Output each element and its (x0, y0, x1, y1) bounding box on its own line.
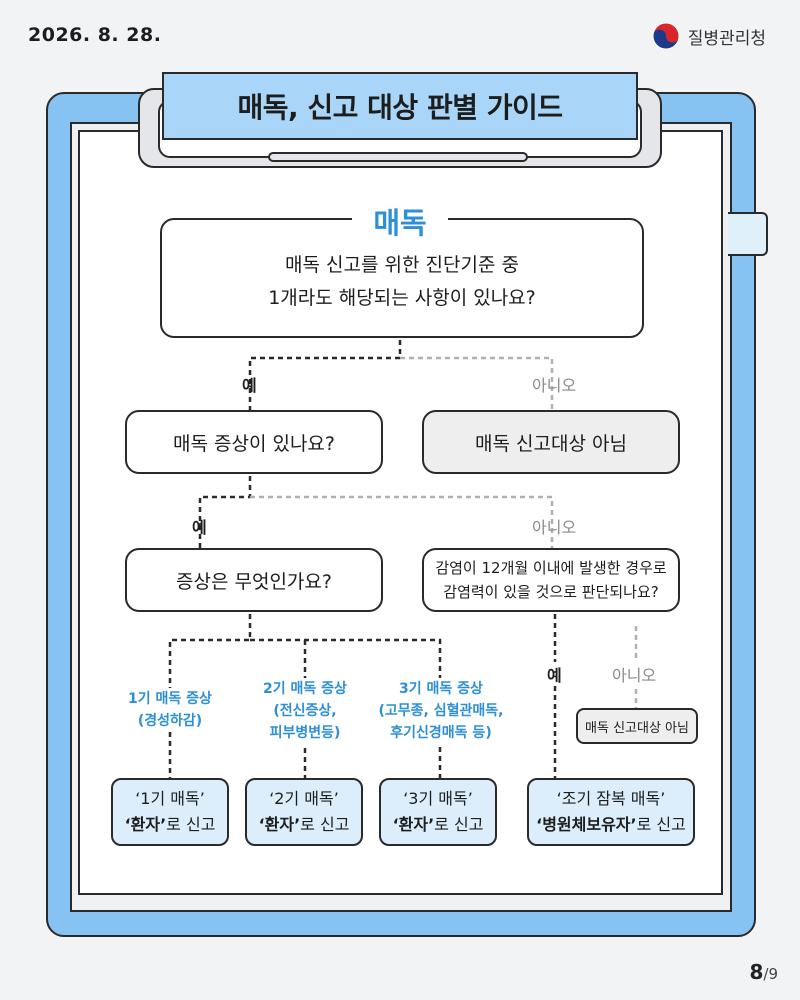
label-no: 아니오 (612, 662, 657, 686)
not-reportable-box: 매독 신고대상 아님 (422, 410, 680, 474)
stage-label-1: 1기 매독 증상 (경성하감) (110, 688, 230, 732)
result-suffix: 로 신고 (434, 815, 484, 834)
result-target: ‘환자’ (258, 815, 301, 834)
question-symptoms: 매독 증상이 있나요? (125, 410, 383, 474)
label-yes: 예 (242, 376, 257, 395)
stage-line: 후기신경매독 등) (390, 725, 492, 741)
result-type: ‘1기 매독’ (135, 789, 205, 808)
stage-line: 1기 매독 증상 (128, 691, 212, 707)
not-reportable-box: 매독 신고대상 아님 (576, 708, 698, 744)
organization: 질병관리청 (652, 22, 766, 50)
side-tab (728, 212, 768, 256)
question-symptom-type: 증상은 무엇인가요? (125, 548, 383, 612)
label-no: 아니오 (532, 518, 577, 537)
result-report: ‘병원체보유자’로 신고 (536, 812, 686, 838)
result-target: ‘병원체보유자’ (536, 815, 637, 834)
result-report: ‘환자’로 신고 (259, 812, 350, 838)
result-box-stage3: ‘3기 매독’ ‘환자’로 신고 (379, 778, 497, 846)
result-report: ‘환자’로 신고 (393, 812, 484, 838)
result-box-stage1: ‘1기 매독’ ‘환자’로 신고 (111, 778, 229, 846)
section-label: 매독 (352, 200, 448, 242)
result-report: ‘환자’로 신고 (125, 812, 216, 838)
page-indicator: 8/9 (749, 960, 778, 984)
result-suffix: 로 신고 (636, 815, 686, 834)
label-no: 아니오 (532, 376, 577, 395)
question-infection-period: 감염이 12개월 이내에 발생한 경우로 감염력이 있을 것으로 판단되나요? (422, 548, 680, 612)
question-line-1: 감염이 12개월 이내에 발생한 경우로 (435, 559, 667, 577)
result-suffix: 로 신고 (300, 815, 350, 834)
label-yes: 예 (547, 662, 562, 686)
stage-line: (전신증상, (273, 703, 337, 719)
stage-line: (고무종, 심혈관매독, (378, 703, 504, 719)
connector-q2-no (250, 495, 554, 548)
result-box-early-latent: ‘조기 잠복 매독’ ‘병원체보유자’로 신고 (527, 778, 695, 846)
stage-line: 3기 매독 증상 (399, 681, 483, 697)
result-type: ‘2기 매독’ (269, 789, 339, 808)
current-page: 8 (749, 960, 764, 984)
result-type: ‘조기 잠복 매독’ (556, 789, 666, 808)
label-yes: 예 (192, 518, 207, 537)
stage-label-2: 2기 매독 증상 (전신증상, 피부병변등) (245, 678, 365, 744)
question-line-2: 감염력이 있을 것으로 판단되나요? (443, 583, 659, 601)
stage-line: 피부병변등) (269, 725, 341, 741)
connector-q1-no (400, 356, 554, 410)
organization-name: 질병관리청 (687, 28, 766, 49)
result-target: ‘환자’ (124, 815, 167, 834)
page-title: 매독, 신고 대상 판별 가이드 (162, 72, 638, 140)
stage-label-3: 3기 매독 증상 (고무종, 심혈관매독, 후기신경매독 등) (374, 678, 508, 744)
clip-slot (268, 152, 528, 162)
connector-q1-yes (248, 340, 402, 410)
stage-line: (경성하감) (137, 713, 203, 729)
stage-line: 2기 매독 증상 (263, 681, 347, 697)
result-box-stage2: ‘2기 매독’ ‘환자’로 신고 (245, 778, 363, 846)
date: 2026. 8. 28. (28, 24, 162, 46)
result-type: ‘3기 매독’ (403, 789, 473, 808)
connector-q2-yes (198, 476, 252, 548)
question-line-2: 1개라도 해당되는 사항이 있나요? (268, 287, 536, 309)
total-pages: /9 (763, 965, 778, 983)
question-line-1: 매독 신고를 위한 진단기준 중 (285, 254, 519, 276)
government-emblem-icon (652, 22, 680, 50)
result-target: ‘환자’ (392, 815, 435, 834)
result-suffix: 로 신고 (166, 815, 216, 834)
